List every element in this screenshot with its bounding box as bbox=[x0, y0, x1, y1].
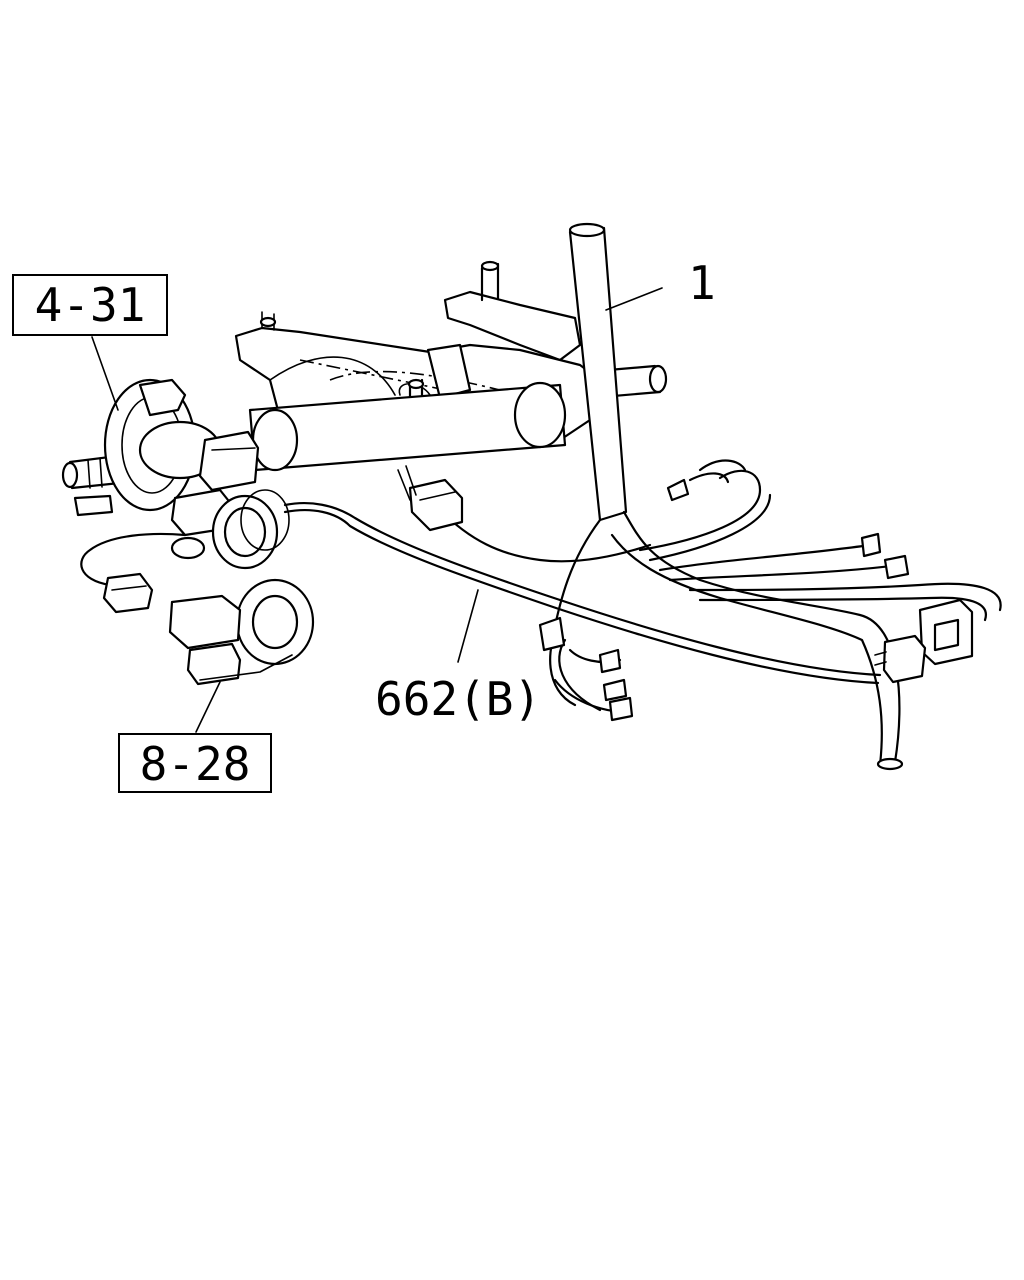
callout-part-662b: 662(B) bbox=[375, 589, 541, 726]
ignition-switch-parts bbox=[168, 578, 315, 686]
callout-8-28: 8-28 bbox=[118, 681, 272, 793]
steering-column bbox=[61, 260, 668, 570]
callout-part-662b-label: 662(B) bbox=[375, 672, 541, 726]
callout-4-31-label: 4-31 bbox=[35, 278, 146, 332]
callout-8-28-label: 8-28 bbox=[140, 737, 251, 791]
callout-part-1-label: 1 bbox=[688, 256, 716, 310]
callout-part-1: 1 bbox=[605, 256, 716, 311]
left-pigtail bbox=[80, 532, 187, 614]
callout-4-31: 4-31 bbox=[12, 274, 168, 411]
harness-1 bbox=[538, 222, 1002, 771]
harness-662b bbox=[283, 465, 882, 685]
